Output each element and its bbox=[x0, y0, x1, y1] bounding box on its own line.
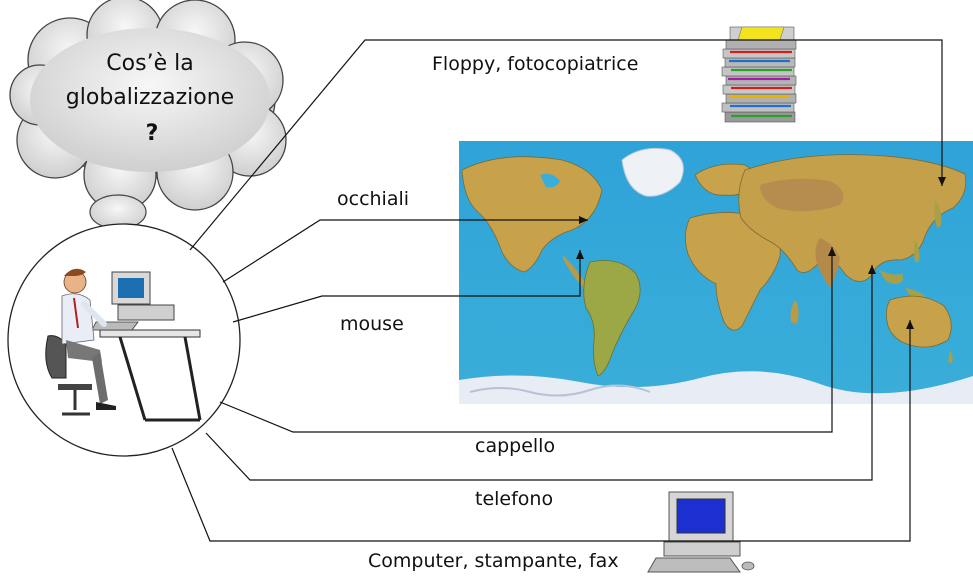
label-mouse: mouse bbox=[340, 313, 404, 335]
label-telefono: telefono bbox=[475, 488, 553, 510]
world-map bbox=[459, 141, 973, 404]
label-cappello: cappello bbox=[475, 435, 555, 457]
desktop-computer-icon bbox=[647, 491, 755, 573]
bubble-question-mark: ? bbox=[146, 121, 159, 146]
connector-lines bbox=[171, 39, 946, 542]
person-at-computer-illustration bbox=[7, 223, 241, 457]
floppy-stack-icon bbox=[721, 26, 797, 123]
bubble-line-2: globalizzazione bbox=[66, 85, 234, 110]
label-computer: Computer, stampante, fax bbox=[368, 550, 619, 572]
bubble-line-1: Cos’è la bbox=[106, 51, 193, 76]
label-floppy: Floppy, fotocopiatrice bbox=[432, 53, 638, 75]
label-occhiali: occhiali bbox=[337, 188, 409, 210]
thought-cloud: Cos’è la globalizzazione ? bbox=[9, 0, 287, 212]
